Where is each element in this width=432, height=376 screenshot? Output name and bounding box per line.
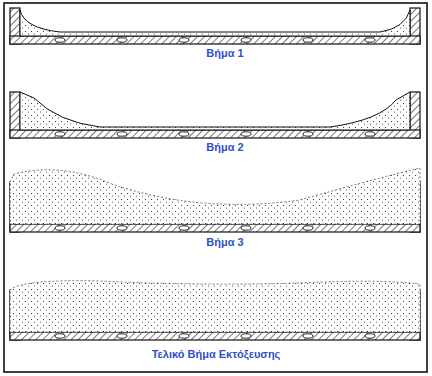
wood-knot [365, 334, 375, 338]
wood-knot [303, 334, 313, 338]
sand-fill [20, 92, 410, 130]
wood-knot [179, 334, 189, 338]
wood-knot [117, 334, 127, 338]
wood-knot [241, 334, 251, 338]
wood-knot [241, 226, 251, 230]
mold-panel [10, 168, 420, 232]
mold-panel [10, 8, 420, 44]
bottom-board [10, 130, 420, 138]
wood-knot [241, 38, 251, 42]
wood-knot [117, 38, 127, 42]
wood-knot [179, 226, 189, 230]
wood-knot [55, 132, 65, 136]
wood-knot [241, 132, 251, 136]
step-label: Βήμα 3 [206, 236, 243, 249]
wood-knot [303, 38, 313, 42]
wood-knot [179, 132, 189, 136]
mold-panel [10, 92, 420, 138]
outer-frame [4, 3, 427, 372]
bottom-board [10, 332, 420, 340]
step-label: Βήμα 1 [206, 47, 243, 60]
step-label: Τελικό Βήμα Εκτόξευσης [152, 348, 281, 361]
wood-knot [303, 132, 313, 136]
wood-knot [117, 132, 127, 136]
wood-knot [303, 226, 313, 230]
bottom-board [10, 224, 420, 232]
step-label: Βήμα 2 [206, 141, 243, 154]
sand-fill [10, 168, 420, 224]
wood-knot [55, 38, 65, 42]
wood-knot [55, 334, 65, 338]
wood-knot [365, 132, 375, 136]
wood-knot [179, 38, 189, 42]
wood-knot [365, 226, 375, 230]
sand-fill [10, 281, 420, 332]
bottom-board [10, 36, 420, 44]
mold-panel [10, 281, 420, 340]
wood-knot [365, 38, 375, 42]
wood-knot [55, 226, 65, 230]
sand-fill [20, 10, 410, 36]
wood-knot [117, 226, 127, 230]
